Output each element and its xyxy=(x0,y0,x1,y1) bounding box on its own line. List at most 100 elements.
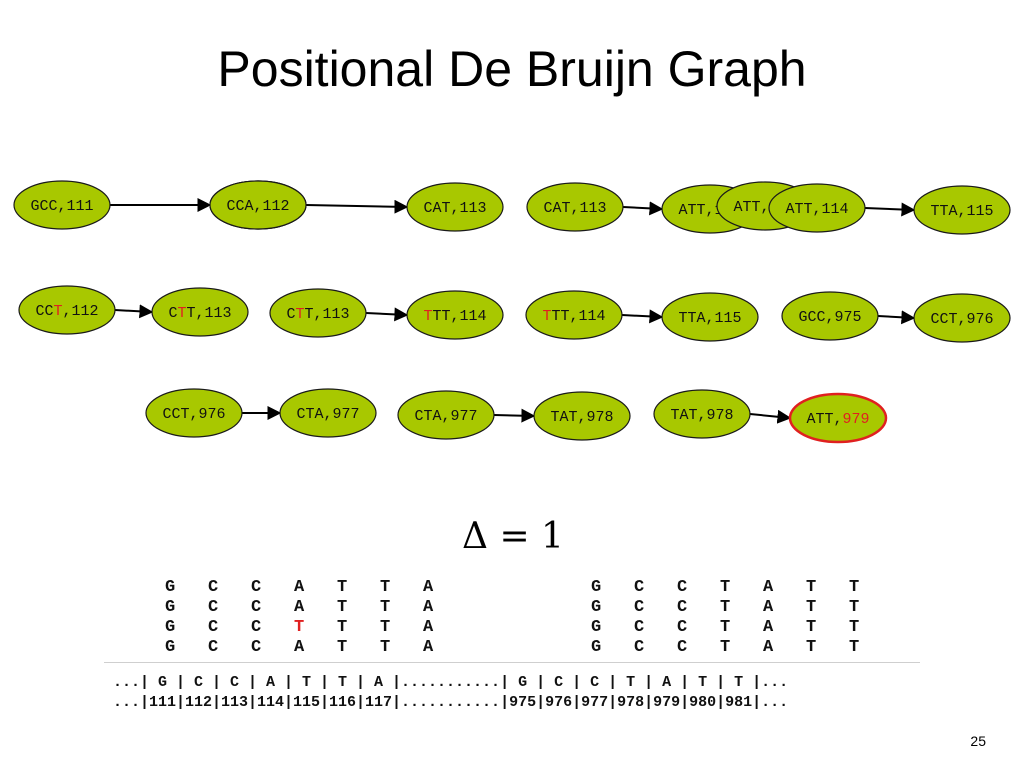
graph-node: CTT,113 xyxy=(151,287,249,337)
node-label: TAT,978 xyxy=(550,409,613,426)
sequence-base: A xyxy=(423,578,434,597)
node-label: CTT,113 xyxy=(168,305,231,322)
page-number: 25 xyxy=(970,733,986,749)
node-ellipse xyxy=(768,183,866,233)
sequence-base: C xyxy=(251,638,262,657)
node-ellipse xyxy=(13,180,111,230)
node-label: CCT,112 xyxy=(35,303,98,320)
sequence-base: C xyxy=(251,578,262,597)
graph-edge xyxy=(621,309,664,324)
graph-node: ATT,114 xyxy=(768,183,866,233)
sequence-base: A xyxy=(763,638,774,657)
sequence-base: C xyxy=(677,618,688,637)
graph-node: CCT,976 xyxy=(145,388,243,438)
node-label: CCT,976 xyxy=(930,311,993,328)
sequence-base: T xyxy=(294,618,305,637)
node-ellipse xyxy=(533,391,631,441)
graph-node: TTT,114 xyxy=(406,290,504,340)
sequence-base: A xyxy=(763,618,774,637)
node-label: CTA,977 xyxy=(414,408,477,425)
sequence-base: T xyxy=(380,598,391,617)
sequence-base: T xyxy=(720,578,731,597)
graph-edge xyxy=(114,304,154,319)
sequence-base: C xyxy=(634,598,645,617)
sequence-base: C xyxy=(251,618,262,637)
node-label: CAT,113 xyxy=(423,200,486,217)
node-label: ATT,979 xyxy=(806,411,869,428)
divider xyxy=(104,662,920,663)
graph-edge xyxy=(749,409,792,424)
sequence-base: T xyxy=(380,618,391,637)
sequence-base: C xyxy=(634,638,645,657)
graph-edge xyxy=(365,307,409,322)
sequence-base: A xyxy=(763,598,774,617)
sequence-base: A xyxy=(294,578,305,597)
node-label: GCC,111 xyxy=(30,198,93,215)
sequence-base: T xyxy=(849,618,860,637)
sequence-base: A xyxy=(763,578,774,597)
node-label: CCT,976 xyxy=(162,406,225,423)
node-ellipse xyxy=(269,288,367,338)
node-ellipse xyxy=(526,182,624,232)
graph-node: TTT,114 xyxy=(525,290,623,340)
sequence-base: C xyxy=(251,598,262,617)
graph-node: ATT,979 xyxy=(788,392,888,444)
sequence-base: T xyxy=(849,578,860,597)
sequence-base: T xyxy=(806,638,817,657)
graph-node: CCT,112 xyxy=(18,285,116,335)
node-ellipse xyxy=(18,285,116,335)
node-label: TTT,114 xyxy=(542,308,605,325)
sequence-base: T xyxy=(720,598,731,617)
node-ellipse xyxy=(788,392,888,444)
node-label: ATT,114 xyxy=(785,201,848,218)
graph-node: GCC,975 xyxy=(781,291,879,341)
graph-edge xyxy=(305,199,409,214)
graph-node: CAT,113 xyxy=(406,182,504,232)
node-label: CAT,113 xyxy=(543,200,606,217)
sequence-base: A xyxy=(294,598,305,617)
sequence-base: T xyxy=(849,638,860,657)
track-positions: ...|111|112|113|114|115|116|117|........… xyxy=(113,694,789,711)
node-ellipse xyxy=(525,290,623,340)
node-label: GCC,975 xyxy=(798,309,861,326)
node-ellipse xyxy=(913,293,1011,343)
graph-edge xyxy=(622,201,664,216)
sequence-base: T xyxy=(806,618,817,637)
node-ellipse xyxy=(913,185,1011,235)
node-ellipse xyxy=(406,182,504,232)
node-label: TTT,114 xyxy=(423,308,486,325)
sequence-base: C xyxy=(208,578,219,597)
graph-node: GCC,111 xyxy=(13,180,111,230)
page-title: Positional De Bruijn Graph xyxy=(217,41,807,97)
graph-node: TAT,978 xyxy=(653,389,751,439)
graph-edge xyxy=(493,408,536,423)
sequence-base: T xyxy=(806,598,817,617)
graph-edge xyxy=(864,202,916,217)
graph-node: CCA,112 xyxy=(209,180,307,230)
sequence-base: T xyxy=(806,578,817,597)
graph-node: CAT,113 xyxy=(526,182,624,232)
delta-equation: Δ = 1 xyxy=(462,516,564,557)
sequence-base: T xyxy=(337,598,348,617)
sequence-base: C xyxy=(208,598,219,617)
graph-node: TTA,115 xyxy=(913,185,1011,235)
sequence-base: T xyxy=(849,598,860,617)
graph-node: CTT,113 xyxy=(269,288,367,338)
sequence-base: T xyxy=(380,638,391,657)
sequence-base: G xyxy=(591,578,602,597)
node-label: TTA,115 xyxy=(678,310,741,327)
sequence-base: C xyxy=(634,578,645,597)
sequence-base: G xyxy=(165,618,176,637)
node-ellipse xyxy=(145,388,243,438)
sequence-base: G xyxy=(165,598,176,617)
node-label: TAT,978 xyxy=(670,407,733,424)
node-ellipse xyxy=(279,388,377,438)
graph-edge xyxy=(877,310,916,325)
